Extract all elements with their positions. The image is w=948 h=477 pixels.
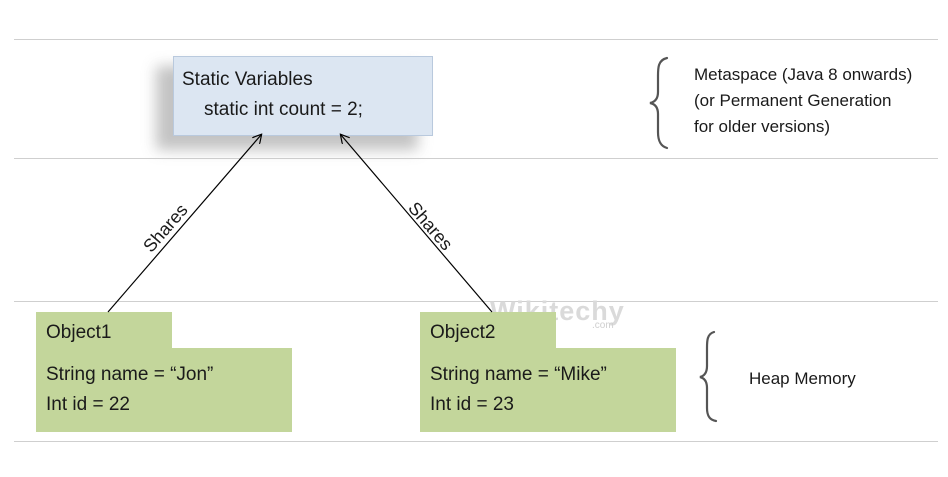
watermark-logo-suffix: .com bbox=[592, 320, 614, 331]
divider-line-bottom bbox=[14, 441, 938, 442]
object2-tab bbox=[420, 312, 556, 348]
heap-memory-label: Heap Memory bbox=[749, 369, 856, 388]
divider-line-metaspace-bottom bbox=[14, 158, 938, 159]
static-variables-box: Static Variables static int count = 2; bbox=[173, 56, 433, 136]
divider-line-heap-top bbox=[14, 301, 938, 302]
metaspace-note-line3: for older versions) bbox=[694, 117, 831, 136]
shares-arrow-object1 bbox=[107, 135, 261, 313]
static-variables-title: Static Variables bbox=[182, 69, 313, 90]
object1-box: Object1 String name = “Jon” Int id = 22 bbox=[36, 312, 292, 432]
metaspace-note-line2: (or Permanent Generation bbox=[694, 91, 892, 110]
object1-tab bbox=[36, 312, 172, 348]
object2-id-field: Int id = 23 bbox=[430, 394, 514, 415]
object2-body bbox=[420, 348, 676, 432]
metaspace-note-line1: Metaspace (Java 8 onwards) bbox=[694, 65, 913, 84]
shares-label-left: Shares bbox=[139, 200, 192, 256]
object1-id-field: Int id = 22 bbox=[46, 394, 130, 415]
object1-body bbox=[36, 348, 292, 432]
shares-label-right: Shares bbox=[404, 198, 457, 254]
object2-title: Object2 bbox=[430, 322, 496, 343]
divider-line-top bbox=[14, 39, 938, 40]
shares-arrow-object2 bbox=[341, 135, 493, 313]
metaspace-brace bbox=[649, 56, 669, 150]
object1-name-field: String name = “Jon” bbox=[46, 364, 214, 385]
object2-box: Object2 String name = “Mike” Int id = 23 bbox=[420, 312, 676, 432]
static-count-declaration: static int count = 2; bbox=[204, 99, 363, 120]
object2-name-field: String name = “Mike” bbox=[430, 364, 607, 385]
heap-brace bbox=[699, 330, 718, 423]
metaspace-note: Metaspace (Java 8 onwards) (or Permanent… bbox=[694, 62, 912, 140]
object1-title: Object1 bbox=[46, 322, 112, 343]
